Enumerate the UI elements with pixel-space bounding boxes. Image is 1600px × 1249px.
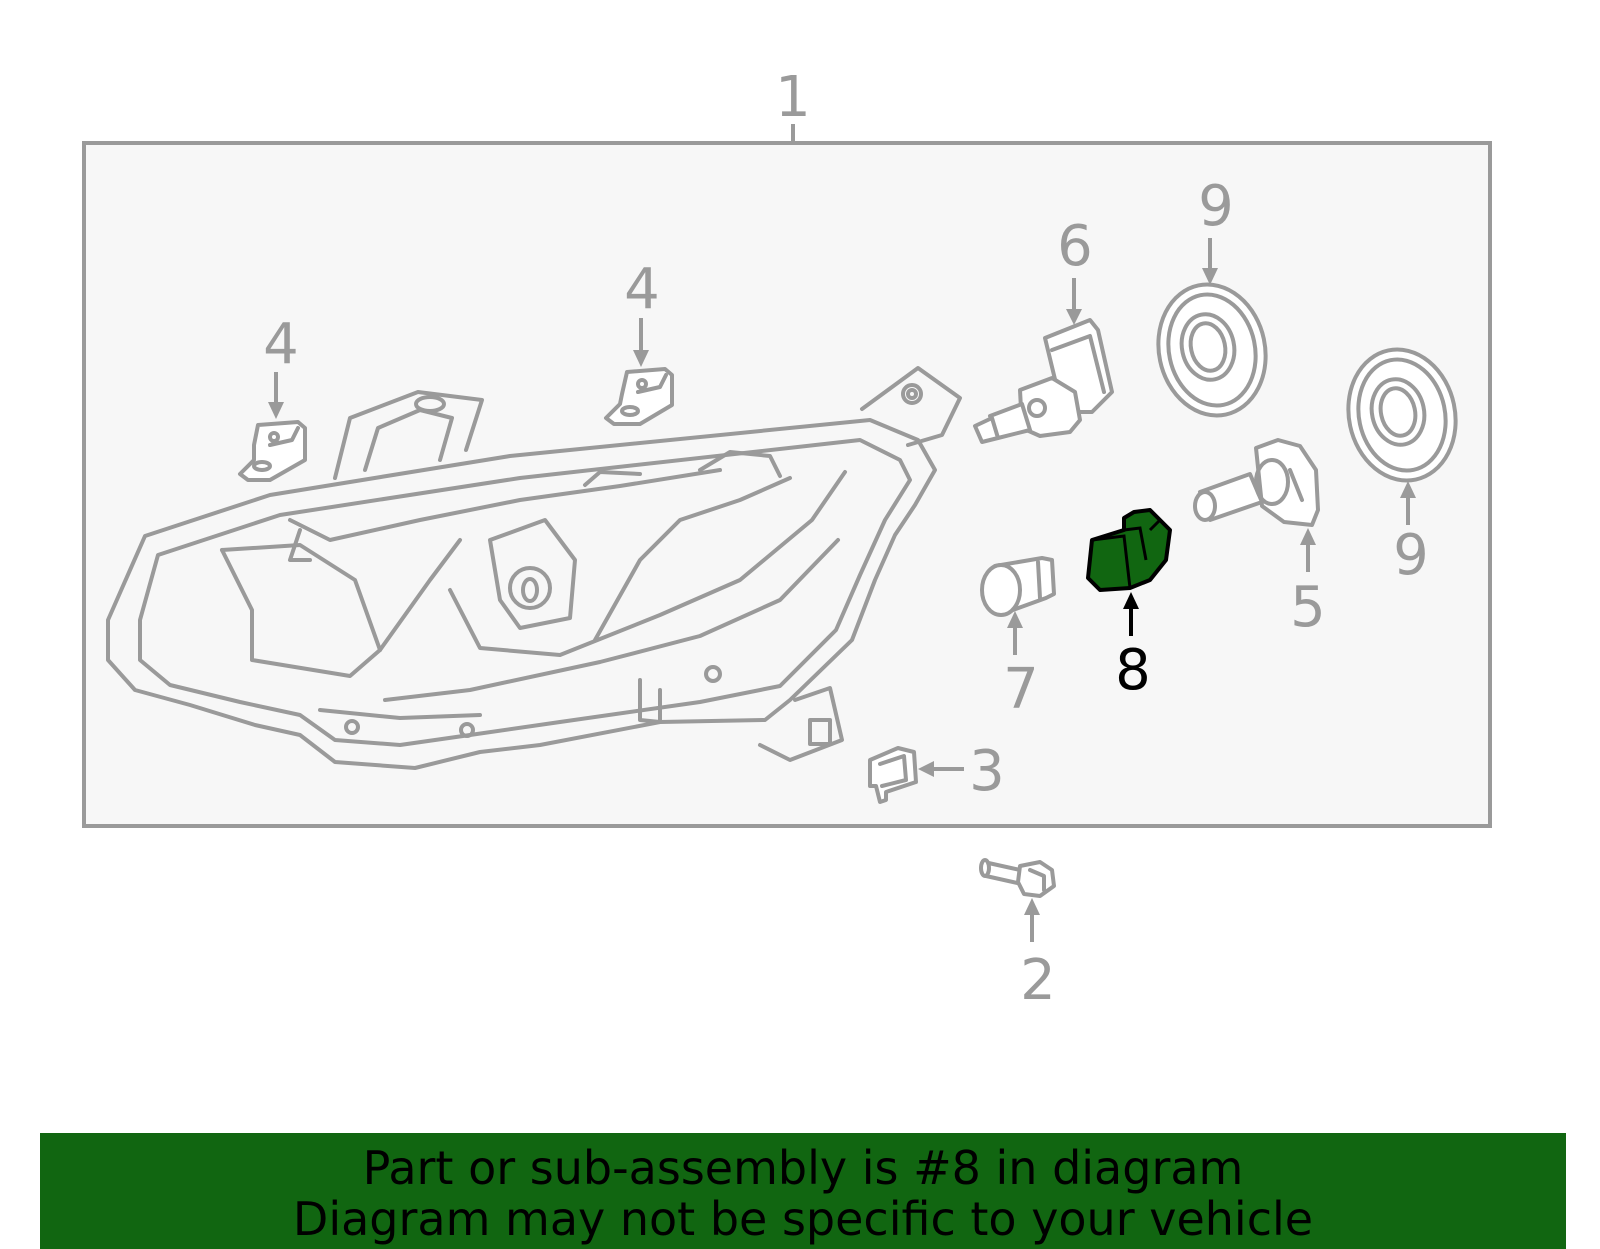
headlight-bulb-6[interactable] xyxy=(973,318,1114,444)
bolt-2[interactable] xyxy=(979,858,1056,898)
callout-7[interactable]: 7 xyxy=(1003,657,1039,722)
callout-1[interactable]: 1 xyxy=(775,65,811,130)
seal-cap-9-right[interactable] xyxy=(1336,339,1467,490)
banner-line-part: Part or sub-assembly is #8 in diagram xyxy=(362,1141,1244,1195)
callout-9-right-arrow xyxy=(1400,481,1416,498)
seal-cap-9-upper[interactable] xyxy=(1146,274,1277,425)
callout-6-arrow xyxy=(1066,309,1082,325)
callout-5-arrow xyxy=(1300,528,1316,545)
callout-9-upper-arrow xyxy=(1202,268,1218,285)
callout-4-left-arrow xyxy=(268,402,284,419)
callout-9-right[interactable]: 9 xyxy=(1393,523,1429,588)
callout-8-arrow xyxy=(1123,592,1139,609)
callout-5[interactable]: 5 xyxy=(1290,575,1326,640)
callout-9-upper[interactable]: 9 xyxy=(1198,174,1234,239)
bulb-5[interactable] xyxy=(1193,438,1320,527)
callout-3[interactable]: 3 xyxy=(969,739,1005,804)
part-info-banner: Part or sub-assembly is #8 in diagram Di… xyxy=(40,1133,1566,1249)
callout-4-center-arrow xyxy=(633,350,649,367)
callout-8[interactable]: 8 xyxy=(1115,638,1151,703)
mounting-bracket-4-left[interactable] xyxy=(238,420,307,482)
callout-4-center[interactable]: 4 xyxy=(624,257,660,322)
callout-7-arrow xyxy=(1007,611,1023,628)
callout-4-left[interactable]: 4 xyxy=(263,312,299,377)
callout-3-arrow xyxy=(918,761,934,777)
mounting-bracket-4-center[interactable] xyxy=(604,367,674,426)
callout-2-arrow xyxy=(1024,898,1040,915)
retaining-clip-3[interactable] xyxy=(868,746,918,804)
banner-line-disclaimer: Diagram may not be specific to your vehi… xyxy=(292,1192,1314,1246)
callout-6[interactable]: 6 xyxy=(1057,214,1093,279)
callout-2[interactable]: 2 xyxy=(1020,948,1056,1013)
bulb-socket-8-highlighted[interactable] xyxy=(1086,508,1172,592)
bulb-7[interactable] xyxy=(980,556,1056,617)
headlamp-housing[interactable] xyxy=(106,366,962,770)
